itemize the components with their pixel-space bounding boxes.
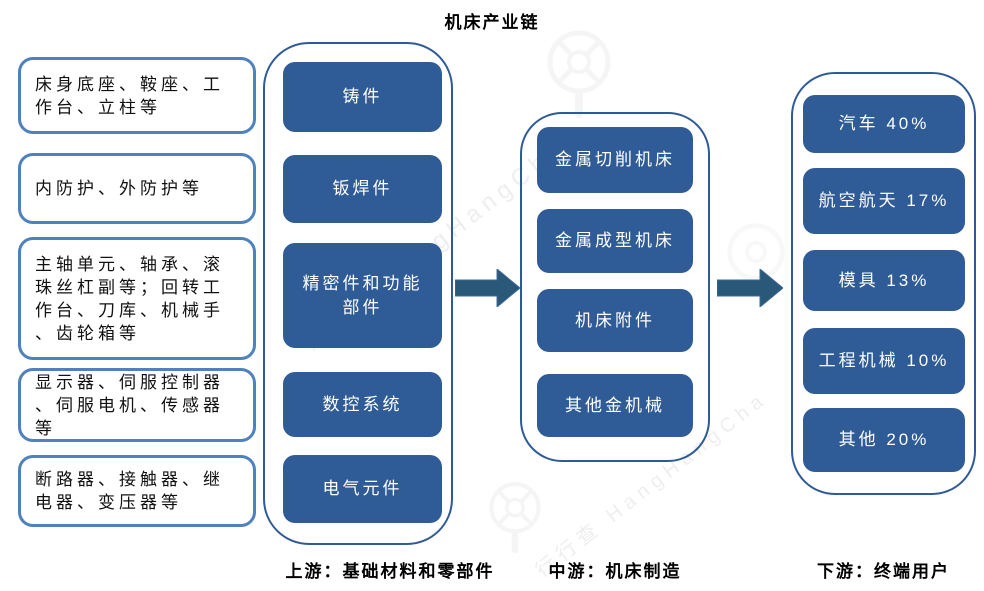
midstream-product-box: 机床附件	[537, 289, 693, 352]
midstream-product-box: 金属成型机床	[537, 209, 693, 273]
downstream-pillar	[791, 72, 976, 495]
downstream-user-box: 工程机械 10%	[803, 328, 965, 394]
downstream-user-box: 汽车 40%	[803, 95, 965, 153]
upstream-component-box: 数控系统	[283, 372, 442, 437]
upstream-stage-label: 上游：基础材料和零部件	[285, 562, 495, 581]
upstream-input-box: 断路器、接触器、继电器、变压器等	[18, 455, 256, 527]
upstream-component-box: 铸件	[283, 62, 442, 132]
midstream-product-box: 金属切削机床	[537, 127, 693, 193]
downstream-user-box: 其他 20%	[803, 408, 965, 472]
upstream-input-box: 显示器、伺服控制器、伺服电机、传感器等	[18, 368, 256, 442]
watermark-logo-icon	[489, 482, 541, 554]
arrow-right-icon	[455, 269, 520, 307]
arrow-right-icon	[717, 269, 783, 307]
upstream-input-box: 内防护、外防护等	[18, 153, 256, 224]
midstream-product-box: 其他金机械	[537, 374, 693, 437]
midstream-pillar	[520, 112, 710, 462]
downstream-user-box: 模具 13%	[803, 250, 965, 311]
upstream-component-box: 精密件和功能部件	[283, 243, 442, 348]
downstream-user-box: 航空航天 17%	[803, 168, 965, 234]
upstream-component-box: 电气元件	[283, 455, 442, 523]
upstream-input-box: 主轴单元、轴承、滚珠丝杠副等；回转工作台、刀库、机械手、齿轮箱等	[18, 237, 256, 360]
upstream-input-box: 床身底座、鞍座、工作台、立柱等	[18, 57, 256, 134]
downstream-stage-label: 下游：终端用户	[817, 562, 950, 581]
upstream-pillar	[263, 42, 453, 545]
midstream-stage-label: 中游：机床制造	[548, 562, 682, 581]
diagram-title: 机床产业链	[444, 13, 540, 32]
upstream-component-box: 钣焊件	[283, 155, 442, 223]
watermark-logo-icon	[547, 30, 611, 118]
